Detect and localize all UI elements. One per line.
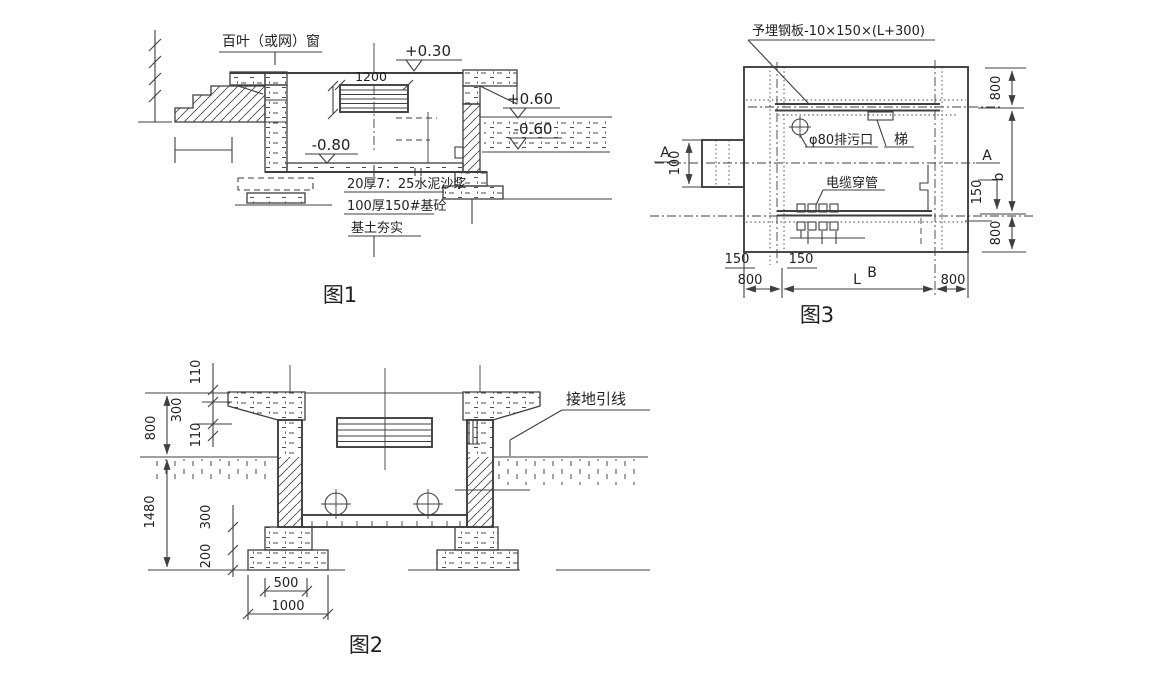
note-concrete: 100厚150#基砼 (347, 199, 447, 214)
dim-b: b (991, 172, 1007, 181)
section-mark-right: A (982, 148, 992, 164)
stairs (174, 85, 266, 123)
dim-800-left: 800 (738, 273, 763, 288)
bottom-slab (301, 514, 468, 528)
figure-3-caption: 图3 (800, 303, 834, 327)
dim-500: 500 (274, 576, 299, 591)
svg-text:-0.60: -0.60 (514, 120, 553, 138)
figure-2-caption: 图2 (349, 633, 383, 657)
drain-symbol (789, 116, 811, 138)
figure-1-caption: 图1 (323, 283, 357, 307)
dim-L: L (853, 272, 861, 288)
ladder-symbol (867, 111, 894, 121)
dim-1480: 1480 (143, 495, 158, 528)
elevation-plus-060: +0.60 (503, 90, 560, 119)
figure-1-section: 1200 +0.30 +0.60 -0.60 -0.80 百叶（或网）窗 20厚… (138, 30, 612, 307)
dim-800-top: 800 (989, 76, 1004, 101)
louver-window-label: 百叶（或网）窗 (222, 33, 320, 50)
figure-3-plan: φ80排污口 梯 电缆穿管 予埋钢板-10×150×(L+300) A A 10… (650, 24, 1035, 327)
pit-plan-outline (743, 66, 969, 253)
dim-800-bottom: 800 (989, 221, 1004, 246)
dim-150-a: 150 (725, 252, 750, 267)
grounding-lead-label: 接地引线 (566, 390, 626, 408)
left-wall (264, 84, 288, 173)
label-B: B (867, 265, 877, 281)
elevation-plus-030: +0.30 (396, 42, 462, 72)
right-cap (462, 391, 541, 421)
dim-1200: 1200 (355, 69, 387, 84)
svg-text:+0.30: +0.30 (405, 42, 451, 60)
grounding-symbol (790, 230, 865, 244)
i-beam-symbol (174, 137, 233, 163)
embedded-plate-label: 予埋钢板-10×150×(L+300) (752, 24, 925, 39)
pipe-sleeve-symbol (321, 489, 443, 519)
side-recess (701, 139, 745, 188)
left-cap (227, 391, 306, 421)
dim-300-footing: 300 (199, 505, 214, 530)
elevation-minus-080: -0.80 (305, 136, 358, 164)
louver-window (336, 417, 433, 448)
elevation-minus-060: -0.60 (508, 120, 562, 150)
dim-300-cap: 300 (170, 398, 185, 423)
right-wall (462, 103, 481, 173)
dim-800-right: 800 (941, 273, 966, 288)
embedded-plate (775, 103, 940, 112)
cable-trench (777, 210, 932, 217)
svg-text:+0.60: +0.60 (507, 90, 553, 108)
note-soil: 基土夯实 (351, 221, 403, 236)
dim-150-right: 150 (970, 180, 985, 205)
dim-200-footing: 200 (199, 544, 214, 569)
dim-100: 100 (668, 151, 683, 176)
ladder-label: 梯 (894, 132, 908, 148)
figure-2-section: 接地引线 800 1480 110 300 110 300 200 500 10… (140, 360, 650, 657)
dim-110-bottom: 110 (189, 423, 204, 448)
svg-text:-0.80: -0.80 (312, 136, 351, 154)
drain-label: φ80排污口 (809, 133, 873, 148)
dim-1000: 1000 (271, 599, 304, 614)
right-cap (462, 69, 518, 87)
note-mortar: 20厚7：25水泥沙浆 (347, 177, 466, 192)
dim-150-b: 150 (789, 252, 814, 267)
section-mark-left: A (660, 145, 670, 161)
dim-800: 800 (144, 416, 159, 441)
cable-conduit-squares (796, 203, 839, 231)
dim-110-top: 110 (189, 360, 204, 385)
cable-conduit-label: 电缆穿管 (826, 175, 878, 191)
benchmark-line (138, 30, 172, 123)
pit-floor (286, 162, 464, 173)
